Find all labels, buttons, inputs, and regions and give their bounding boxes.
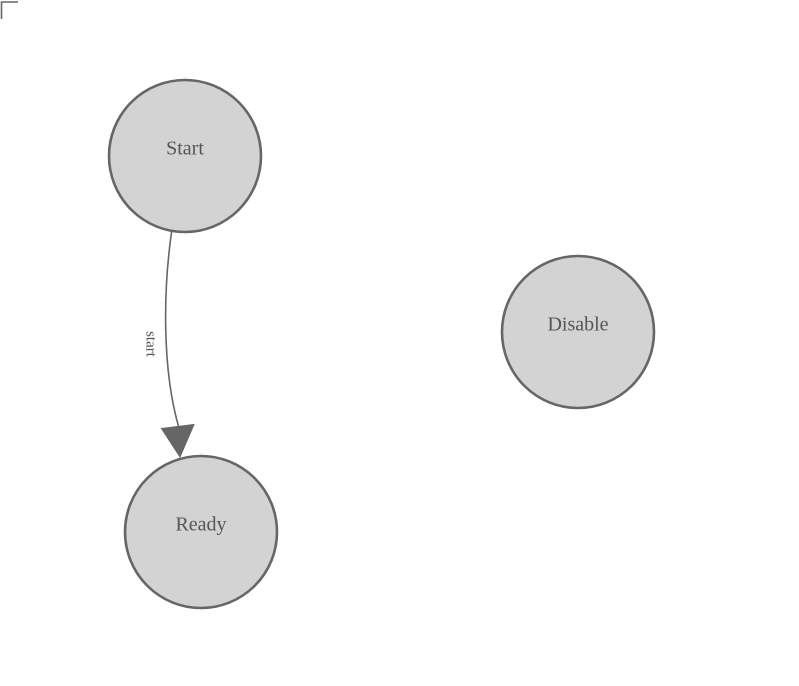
- node-ready-shape[interactable]: [123, 454, 279, 610]
- node-disable-shape[interactable]: [500, 254, 656, 410]
- edge-line: [164, 228, 180, 429]
- node-disable-label: Disable: [547, 314, 608, 336]
- node-disable[interactable]: Disable: [500, 254, 656, 410]
- node-start[interactable]: Start: [107, 78, 263, 234]
- node-start-shape[interactable]: [107, 78, 263, 234]
- edge-arrowhead-icon: [160, 423, 195, 459]
- node-ready[interactable]: Ready: [123, 454, 279, 610]
- node-start-label: Start: [166, 138, 204, 160]
- edge-start-to-ready[interactable]: start: [143, 228, 195, 459]
- top-left-corner-bracket-icon: [0, 1, 18, 19]
- node-ready-label: Ready: [175, 514, 226, 536]
- edge-label-start: start: [143, 331, 159, 358]
